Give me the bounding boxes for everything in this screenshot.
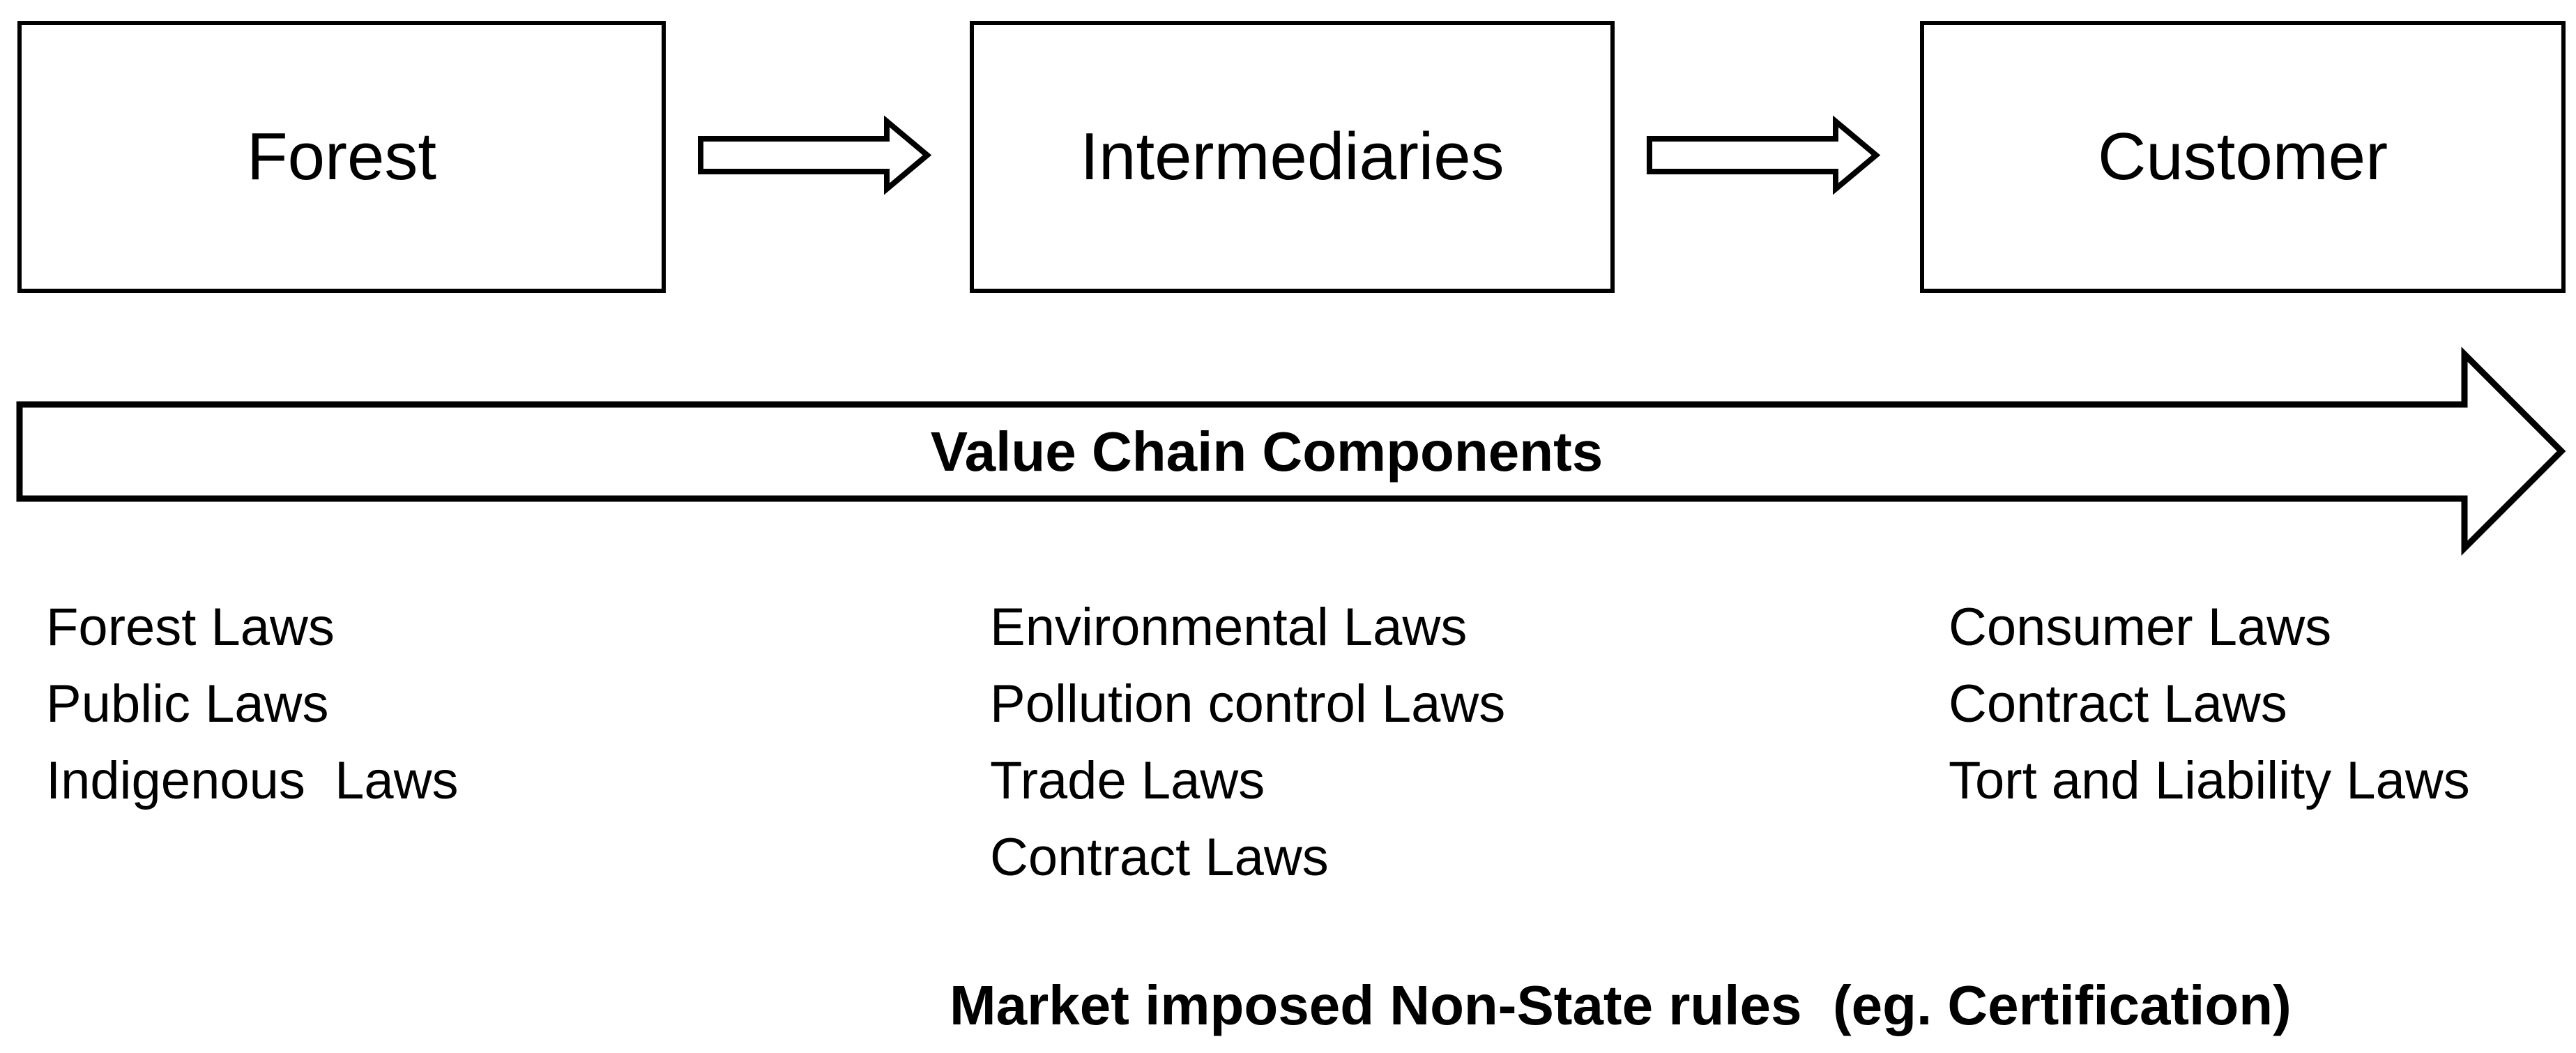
law-item: Consumer Laws	[1949, 598, 2332, 657]
law-item: Pollution control Laws	[990, 674, 1506, 734]
flow-box-customer-label: Customer	[2097, 119, 2388, 194]
flow-box-customer: Customer	[1920, 21, 2566, 293]
law-item: Forest Laws	[46, 598, 335, 657]
law-item: Public Laws	[46, 674, 329, 734]
flow-arrow-icon	[1647, 115, 1881, 195]
value-chain-arrow-icon	[16, 347, 2566, 556]
law-item: Tort and Liability Laws	[1949, 751, 2470, 810]
law-column-forest: Forest Laws Public Laws Indigenous Laws	[46, 589, 459, 819]
law-column-intermediaries: Environmental Laws Pollution control Law…	[990, 589, 1505, 896]
flow-box-intermediaries-label: Intermediaries	[1080, 119, 1504, 194]
footer-note: Market imposed Non-State rules (eg. Cert…	[950, 974, 2292, 1036]
law-item: Environmental Laws	[990, 598, 1468, 657]
law-item: Contract Laws	[990, 828, 1329, 887]
flow-arrow-icon	[698, 115, 932, 195]
law-column-customer: Consumer Laws Contract Laws Tort and Lia…	[1949, 589, 2470, 819]
value-chain-arrow-label: Value Chain Components	[930, 421, 1603, 483]
law-item: Contract Laws	[1949, 674, 2287, 734]
flow-box-intermediaries: Intermediaries	[970, 21, 1615, 293]
law-item: Trade Laws	[990, 751, 1265, 810]
law-item: Indigenous Laws	[46, 751, 459, 810]
flow-box-forest: Forest	[17, 21, 666, 293]
flow-box-forest-label: Forest	[246, 119, 437, 194]
